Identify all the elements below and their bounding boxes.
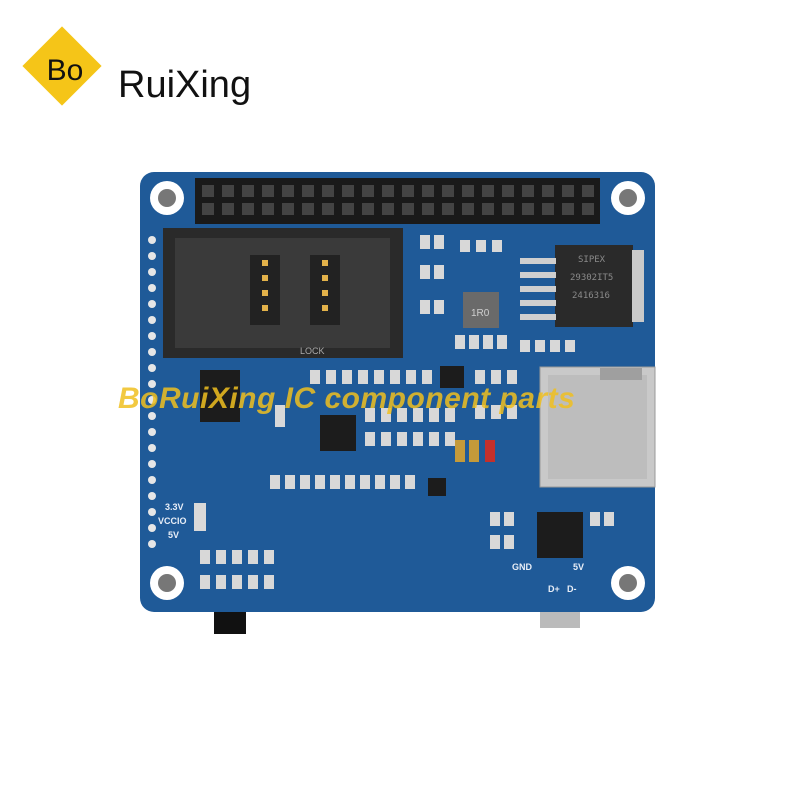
logo-name: RuiXing [118, 64, 252, 106]
label-gnd: GND [512, 562, 533, 572]
brand-logo: Bo RuiXing [22, 26, 288, 130]
label-dplus: D+ [548, 584, 560, 594]
passive-components [200, 235, 614, 589]
ic-chip-left [200, 370, 240, 422]
ic-chip-center [320, 415, 356, 451]
gpio-header [195, 178, 600, 224]
reg-text-3: 2416316 [572, 291, 610, 301]
usb-port [540, 612, 580, 628]
logo-short: Bo [46, 54, 84, 87]
mounting-holes [150, 181, 645, 600]
lock-label: LOCK [300, 346, 325, 356]
audio-jack [214, 612, 246, 634]
label-5v: 5V [168, 530, 179, 540]
label-vccio: VCCIO [158, 516, 187, 526]
usb-bridge-chip [537, 512, 583, 558]
small-chip [428, 478, 446, 496]
watermark-text: BoRuiXing IC component parts [118, 382, 576, 415]
reg-text-2: 29302IT5 [570, 273, 613, 283]
transistor [440, 366, 464, 388]
label-5v-usb: 5V [573, 562, 584, 572]
label-dminus: D- [567, 584, 577, 594]
jumper-header [194, 503, 206, 531]
reg-text-1: SIPEX [578, 255, 606, 265]
voltage-regulator: SIPEX 29302IT5 2416316 [520, 245, 644, 327]
micro-sd-slot [539, 366, 656, 488]
label-3v3: 3.3V [165, 502, 184, 512]
edge-holes [148, 236, 156, 548]
inductor: 1R0 [463, 292, 499, 328]
sim-card-slot: LOCK [163, 228, 403, 358]
inductor-label: 1R0 [471, 308, 490, 319]
